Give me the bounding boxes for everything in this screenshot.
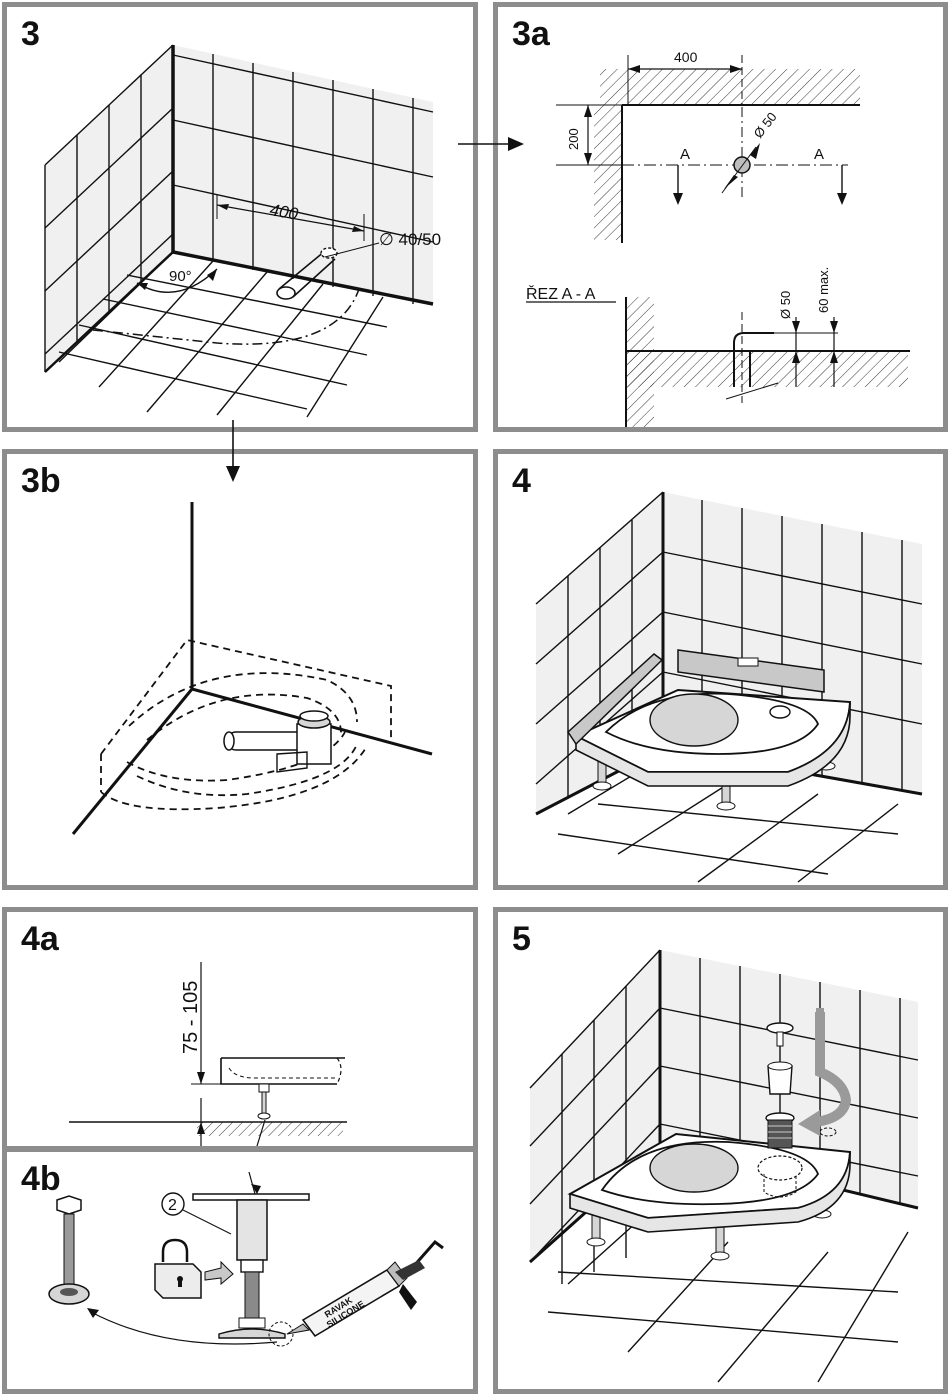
leg-assembly-diagram: 2 <box>48 1171 444 1347</box>
corner-drain-diagram: 400 ∅ 40/50 90° <box>44 44 441 418</box>
panel-3: 400 ∅ 40/50 90° 3 <box>2 2 478 432</box>
lock-icon <box>154 1238 202 1299</box>
panel-label: 4b <box>21 1160 61 1198</box>
drain-body-icon <box>765 1112 795 1149</box>
panel-label: 3 <box>21 15 40 53</box>
leg-height-drawing: 75 - 105 <box>69 962 347 1146</box>
arrow-to-3b <box>226 466 240 482</box>
section-a-left: A <box>680 146 690 163</box>
drain-assembly-diagram <box>529 949 919 1383</box>
panel-3a: 400 200 Ø 50 A A ŘEZ A - A <box>493 2 948 432</box>
panel-label: 3b <box>21 462 61 500</box>
arrow-to-3a <box>508 137 524 151</box>
panel-label: 4 <box>512 462 531 500</box>
panel-label: 4a <box>21 920 59 958</box>
height-range-label: 75 - 105 <box>180 981 202 1054</box>
dim-200-label: 200 <box>566 128 581 150</box>
panel-3b: 3b <box>2 449 478 890</box>
left-wall-tiles <box>44 44 174 372</box>
pipe-diameter-label: ∅ 40/50 <box>379 230 441 249</box>
panel-4a: 75 - 105 4a <box>2 907 478 1151</box>
panel-5: 5 <box>493 907 948 1394</box>
part-number: 2 <box>168 1197 177 1214</box>
drain-cup-icon <box>767 1061 793 1095</box>
panel-label: 3a <box>512 15 550 53</box>
angle-label: 90° <box>169 268 192 285</box>
panel-4b: 2 <box>2 1147 478 1394</box>
trap-placement-diagram <box>71 502 433 835</box>
section-title: ŘEZ A - A <box>526 284 596 303</box>
tray-leveling-diagram <box>535 491 923 883</box>
dim-400-label: 400 <box>268 200 300 224</box>
drain-cap-icon <box>766 1022 794 1047</box>
drain-position-drawing: 400 200 Ø 50 A A ŘEZ A - A <box>526 49 910 427</box>
sec-60max-label: 60 max. <box>816 267 831 313</box>
dim-400-label: 400 <box>674 49 698 65</box>
section-a-right: A <box>814 146 824 163</box>
panel-4: 4 <box>493 449 948 890</box>
sec-dia-50-label: Ø 50 <box>778 291 793 319</box>
panel-label: 5 <box>512 920 531 958</box>
